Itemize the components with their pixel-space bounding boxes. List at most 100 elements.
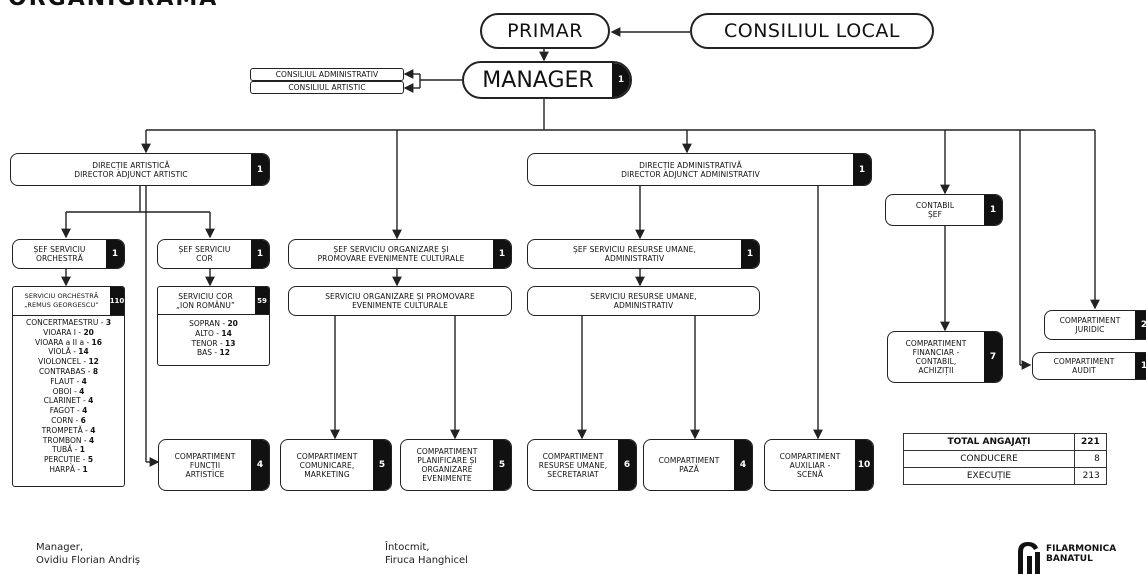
consiliul-artistic-label: CONSILIUL ARTISTIC — [288, 83, 366, 92]
summary-conducere-value: 8 — [1074, 450, 1107, 468]
orchestra-member-count: 3 — [105, 318, 112, 327]
compartiment-financiar-box: COMPARTIMENT FINANCIAR - CONTABIL, ACHIZ… — [887, 331, 1003, 383]
orchestra-member: VIOLĂ - 14 — [13, 347, 124, 357]
cor-member: TENOR - 13 — [158, 339, 269, 349]
comp-comunicare-line2: COMUNICARE, — [299, 460, 355, 470]
orchestra-member-role: TUBĂ - — [51, 445, 80, 455]
cor-member-count: 14 — [221, 328, 232, 338]
orchestra-member-count: 4 — [79, 386, 85, 396]
cor-member: ALTO - 14 — [158, 329, 269, 339]
comp-comunicare-count: 5 — [373, 440, 391, 490]
orchestra-member-count: 8 — [92, 366, 99, 376]
comp-audit-line2: AUDIT — [1072, 366, 1096, 375]
serviciu-organizare-line2: EVENIMENTE CULTURALE — [352, 301, 448, 310]
summary-executie-value: 213 — [1074, 467, 1107, 485]
orchestra-member: FAGOT - 4 — [13, 406, 124, 416]
comp-financiar-line2: FINANCIAR - — [912, 348, 960, 357]
serviciu-resurse-box: SERVICIU RESURSE UMANE, ADMINISTRATIV — [527, 286, 760, 316]
compartiment-resurse-umane-box: COMPARTIMENT RESURSE UMANE, SECRETARIAT … — [527, 439, 637, 491]
orchestra-member-count: 1 — [82, 464, 88, 474]
contabil-sef-box: CONTABIL ȘEF 1 — [885, 194, 1003, 226]
comp-planificare-line1: COMPARTIMENT — [416, 447, 478, 456]
orchestra-member: VIOARA I - 20 — [13, 328, 124, 338]
directie-artistica-count: 1 — [251, 154, 269, 185]
orchestra-member-count: 4 — [82, 406, 88, 416]
serviciu-cor-header: SERVICIU COR „ION ROMÂNU” 59 — [158, 287, 269, 315]
orchestra-member-role: VIOLONCEL - — [38, 357, 89, 367]
logo-line1: FILARMONICA — [1046, 544, 1117, 554]
signature-manager-name: Ovidiu Florian Andriș — [36, 555, 141, 566]
orchestra-member: TROMBON - 4 — [13, 436, 124, 446]
directie-artistica-box: DIRECȚIE ARTISTICĂ DIRECTOR ADJUNCT ARTI… — [10, 153, 270, 186]
serviciu-orchestra-header: SERVICIU ORCHESTRĂ „REMUS GEORGESCU” 110 — [13, 287, 124, 316]
compartiment-auxiliar-box: COMPARTIMENT AUXILIAR - SCENĂ 10 — [764, 439, 874, 491]
sef-resurse-count: 1 — [741, 240, 759, 268]
comp-juridic-line1: COMPARTIMENT — [1059, 316, 1121, 325]
serviciu-resurse-line1: SERVICIU RESURSE UMANE, — [590, 292, 697, 301]
comp-resurse-line3: SECRETARIAT — [547, 469, 599, 479]
sef-orchestra-line2: ORCHESTRĂ — [36, 254, 83, 263]
comp-resurse-line2: RESURSE UMANE, — [538, 460, 608, 470]
summary-executie-label: EXECUȚIE — [903, 467, 1075, 485]
orchestra-member: OBOI - 4 — [13, 387, 124, 397]
cor-member-count: 13 — [225, 338, 236, 348]
orchestra-member-role: CORN - — [51, 415, 81, 425]
compartiment-audit-box: COMPARTIMENT AUDIT 1 — [1032, 352, 1146, 380]
serviciu-orchestra-count: 110 — [110, 287, 124, 315]
directie-artistica-line2: DIRECTOR ADJUNCT ARTISTIC — [74, 169, 188, 179]
summary-row-total: TOTAL ANGAJAȚI 221 — [903, 433, 1107, 451]
orchestra-member-role: CONCERTMAESTRU - — [25, 318, 106, 327]
orchestra-member: CORN - 6 — [13, 416, 124, 426]
comp-functii-line3: ARTISTICE — [185, 469, 225, 479]
orchestra-member-count: 20 — [83, 327, 94, 337]
serviciu-organizare-line1: SERVICIU ORGANIZARE ȘI PROMOVARE — [325, 292, 475, 301]
cor-member-role: SOPRAN - — [189, 319, 228, 328]
compartiment-comunicare-box: COMPARTIMENT COMUNICARE, MARKETING 5 — [280, 439, 392, 491]
serviciu-cor-line2: „ION ROMÂNU” — [176, 300, 235, 310]
orchestra-member-count: 6 — [80, 415, 86, 425]
sef-orchestra-line1: ȘEF SERVICIU — [33, 245, 86, 254]
orchestra-member-role: FAGOT - — [49, 406, 83, 416]
orchestra-member-role: HARPĂ - — [49, 464, 83, 474]
consiliul-administrativ-label: CONSILIUL ADMINISTRATIV — [275, 70, 379, 79]
filarmonica-logo-mark — [1018, 542, 1040, 574]
comp-audit-line1: COMPARTIMENT — [1053, 357, 1115, 366]
contabil-line2: ȘEF — [927, 210, 943, 219]
comp-audit-count: 1 — [1135, 353, 1146, 379]
comp-auxiliar-line2: AUXILIAR - — [789, 460, 831, 470]
comp-financiar-line1: COMPARTIMENT — [905, 339, 967, 348]
comp-resurse-line1: COMPARTIMENT — [542, 451, 604, 461]
orchestra-member-count: 1 — [79, 445, 86, 455]
sef-resurse-line2: ADMINISTRATIV — [604, 254, 665, 263]
comp-financiar-line3: CONTABIL, — [915, 357, 957, 366]
cor-member-role: BAS - — [197, 348, 220, 358]
comp-juridic-line2: JURIDIC — [1075, 325, 1105, 334]
orchestra-member-count: 4 — [90, 425, 96, 435]
orchestra-member: FLAUT - 4 — [13, 377, 124, 387]
sef-resurse-line1: ȘEF SERVICIU RESURSE UMANE, — [573, 245, 696, 254]
comp-functii-line2: FUNCȚII — [189, 460, 221, 470]
signature-intocmit-name: Firuca Hanghicel — [385, 555, 468, 566]
orchestra-member-count: 4 — [88, 396, 94, 406]
summary-row-executie: EXECUȚIE 213 — [903, 467, 1107, 485]
signature-intocmit-role: Întocmit, — [385, 542, 430, 553]
cor-member: SOPRAN - 20 — [158, 319, 269, 329]
primar-box: PRIMAR — [480, 13, 610, 49]
directie-administrativa-line1: DIRECȚIE ADMINISTRATIVĂ — [639, 160, 742, 170]
orchestra-member-count: 14 — [78, 347, 89, 357]
comp-paza-count: 4 — [734, 440, 752, 490]
summary-conducere-label: CONDUCERE — [903, 450, 1075, 468]
orchestra-member: VIOARA a II a - 16 — [13, 338, 124, 348]
orchestra-member: CONTRABAS - 8 — [13, 367, 124, 377]
sef-cor-count: 1 — [251, 240, 269, 268]
orchestra-member-role: VIOARA I - — [43, 327, 84, 337]
comp-planificare-line2: PLANIFICARE ȘI — [417, 456, 477, 465]
sef-organizare-line1: ȘEF SERVICIU ORGANIZARE ȘI — [333, 245, 449, 254]
directie-artistica-line1: DIRECȚIE ARTISTICĂ — [92, 160, 170, 170]
serviciu-cor-box: SERVICIU COR „ION ROMÂNU” 59 SOPRAN - 20… — [157, 286, 270, 366]
comp-planificare-line3: ORGANIZARE — [421, 465, 473, 474]
serviciu-cor-line1: SERVICIU COR — [178, 291, 233, 301]
comp-juridic-count: 2 — [1135, 311, 1146, 339]
orchestra-member: TUBĂ - 1 — [13, 445, 124, 455]
